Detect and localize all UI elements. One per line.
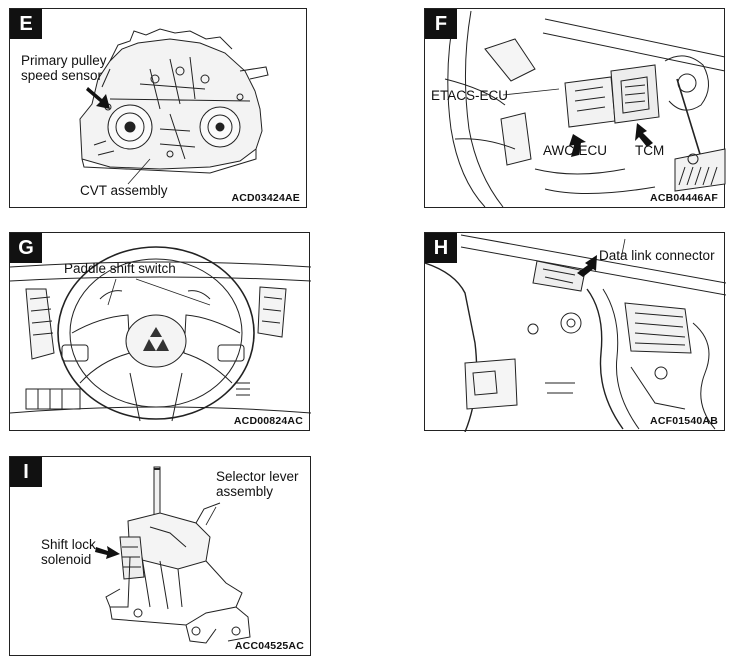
panel-tag-i: I [10, 457, 42, 487]
panel-tag-h: H [425, 233, 457, 263]
label-paddle-shift-switch: Paddle shift switch [64, 261, 176, 276]
cvt-assembly-illustration [79, 28, 269, 185]
panel-tag-e: E [10, 9, 42, 39]
figure-code-f: ACB04446AF [650, 192, 718, 204]
solenoid-arrow-icon [95, 546, 120, 559]
selector-lever-illustration [95, 466, 251, 644]
label-tcm: TCM [635, 143, 665, 158]
label-primary-pulley-speed-sensor: Primary pulley speed sensor [21, 53, 107, 83]
figure-code-h: ACF01540AB [650, 415, 718, 427]
label-etacs-ecu: ETACS-ECU [431, 88, 509, 103]
label-selector-lever-assembly: Selector lever assembly [216, 469, 299, 499]
figure-code-g: ACD00824AC [233, 415, 303, 427]
connector-arrow-icon [577, 255, 597, 277]
sensor-arrow-icon [86, 87, 110, 109]
ecu-location-illustration [444, 10, 726, 208]
panel-tag-f: F [425, 9, 457, 39]
figure-code-i: ACC04525AC [234, 640, 304, 652]
label-shift-lock-solenoid: Shift lock solenoid [41, 537, 96, 567]
panel-i: I Selector lever assembly Shift lock sol… [9, 456, 311, 656]
label-data-link-connector: Data link connector [599, 248, 715, 263]
steering-wheel-illustration [10, 246, 311, 422]
figure-code-e: ACD03424AE [231, 192, 300, 204]
label-awc-ecu: AWC-ECU [543, 143, 607, 158]
panel-h: H Data link connector ACF01540AB [424, 232, 726, 432]
panel-e: E Primary pulley speed sensor CVT assemb… [9, 8, 307, 208]
panel-f: F ETACS-ECU AWC-ECU TCM ACB04446AF [424, 8, 726, 208]
awc-arrow-icon [569, 134, 586, 157]
panel-g: G Paddle shift switch ACD00824AC [9, 232, 311, 431]
tcm-arrow-icon [635, 123, 653, 147]
label-cvt-assembly: CVT assembly [80, 183, 168, 198]
data-link-connector-illustration [425, 234, 726, 432]
panel-tag-g: G [10, 233, 42, 263]
